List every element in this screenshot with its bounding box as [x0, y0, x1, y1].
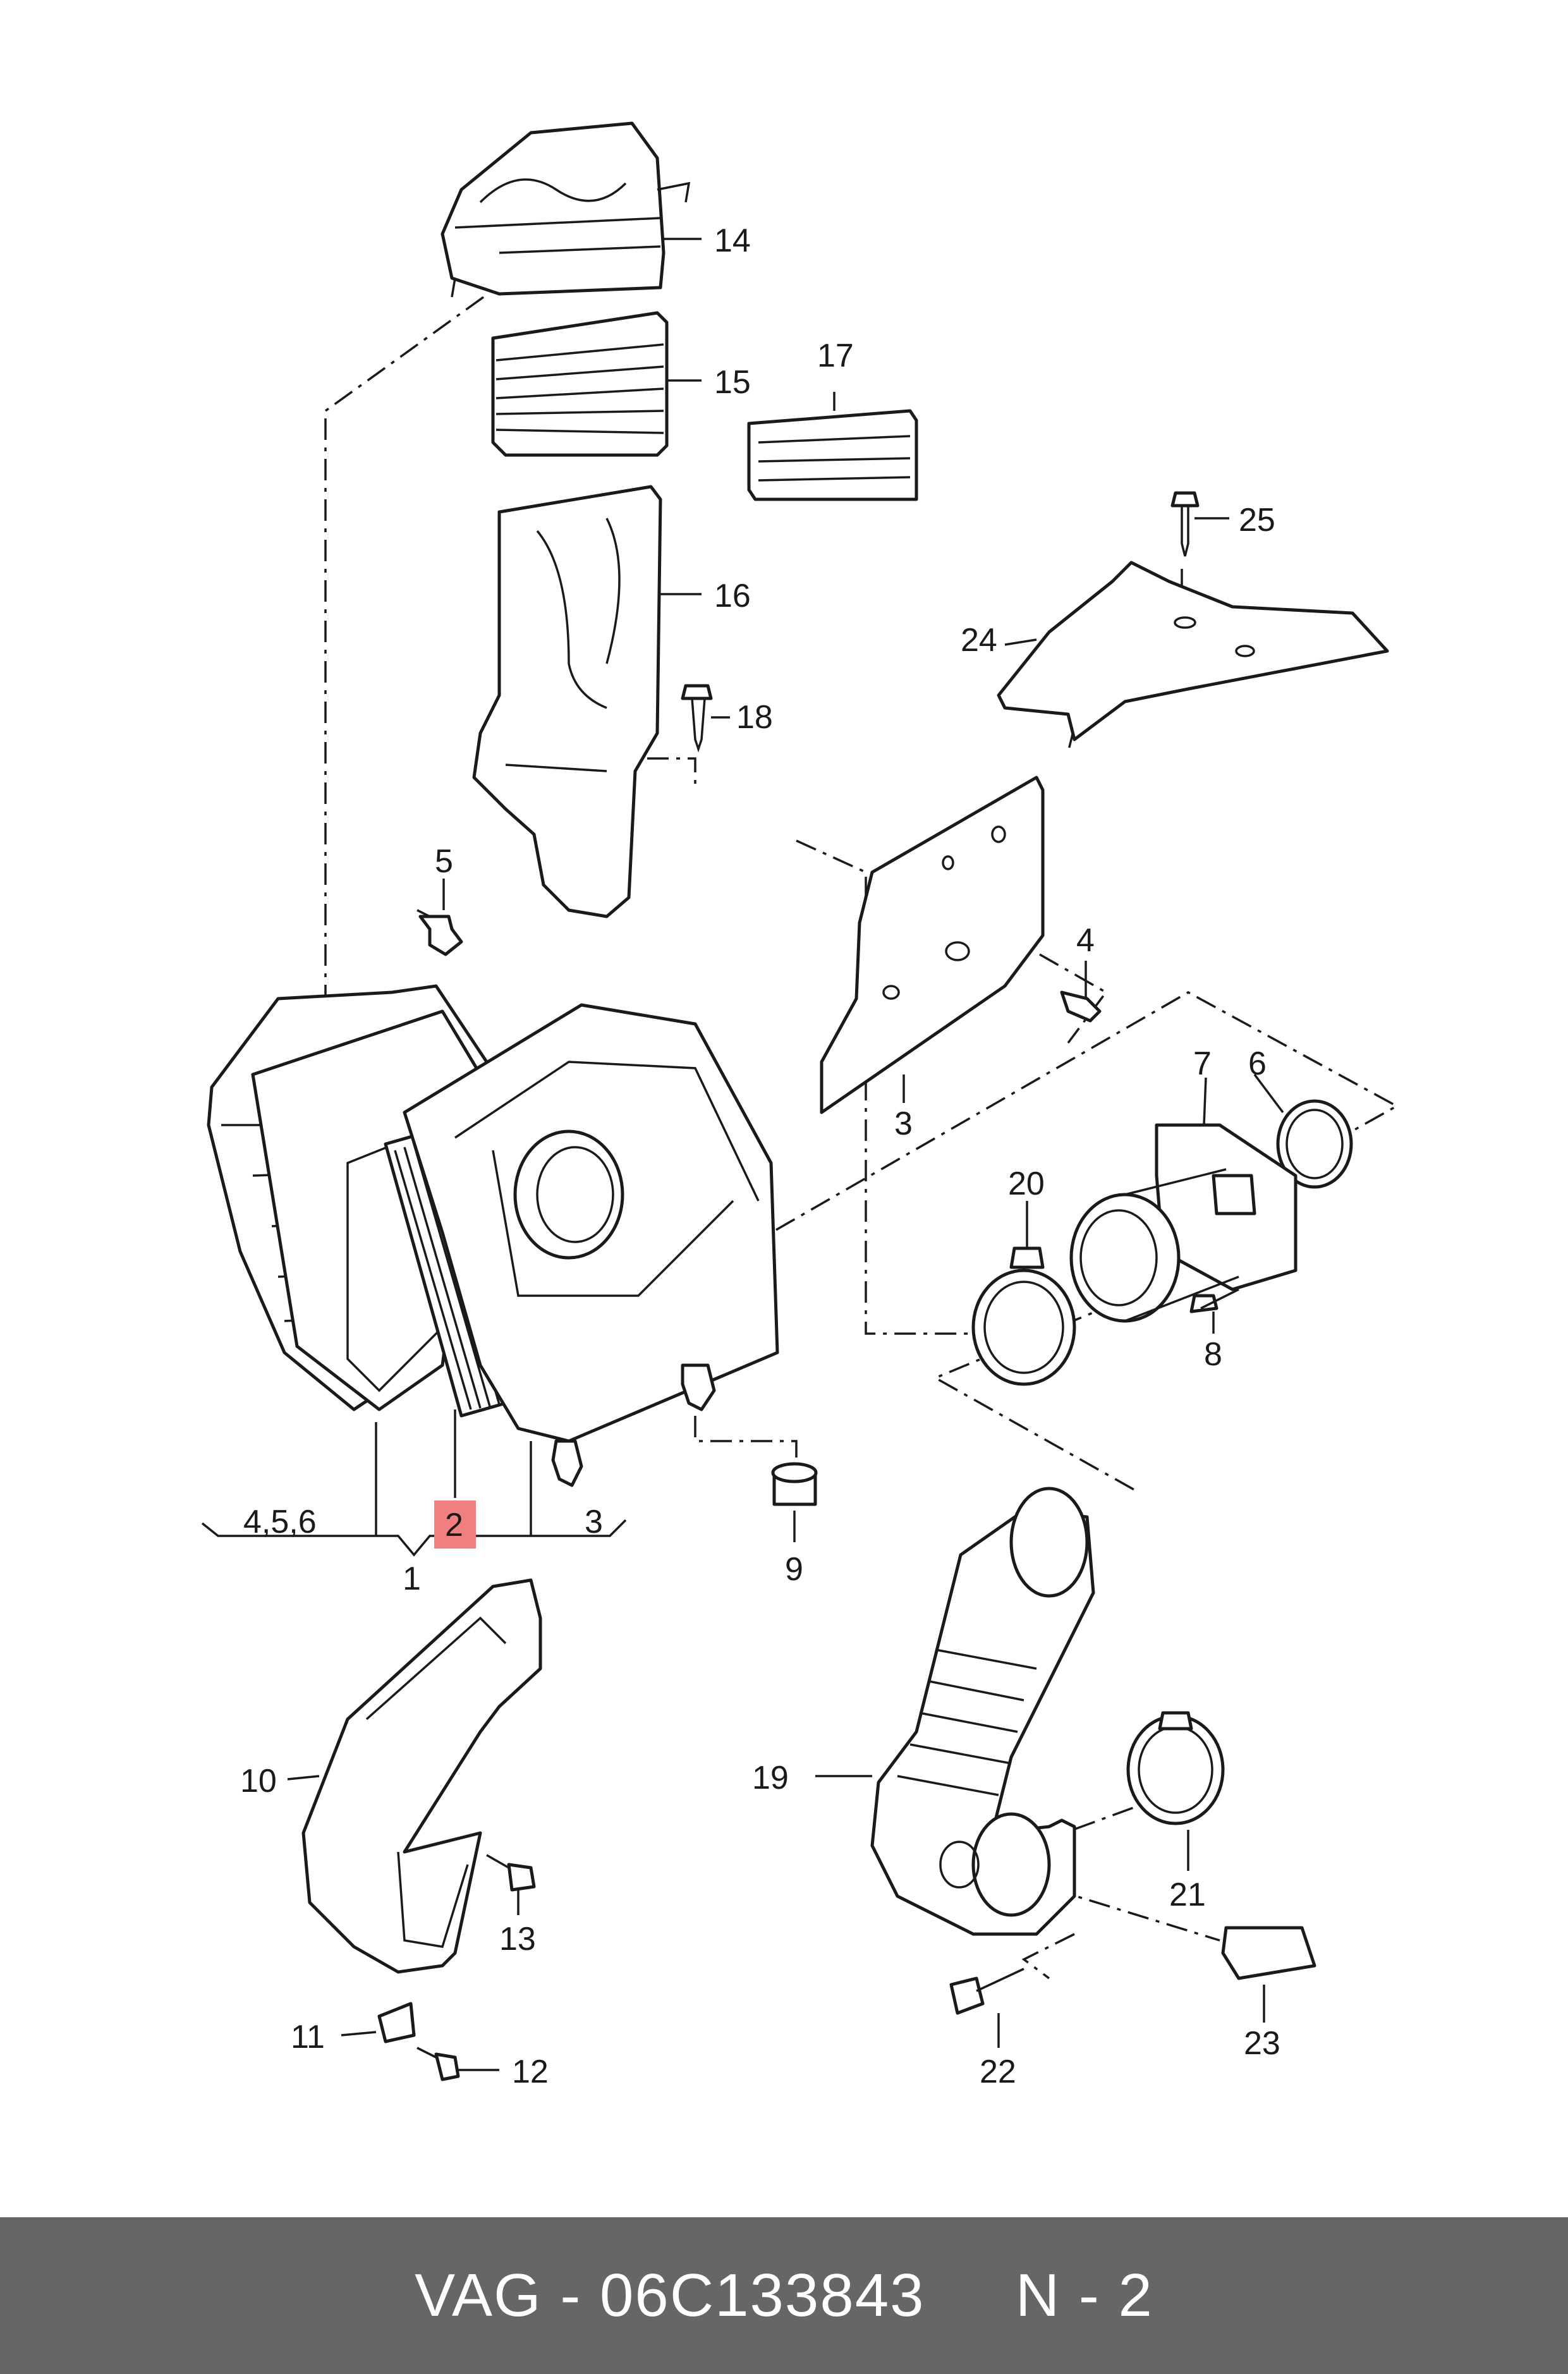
callout-22: 22 [980, 2054, 1016, 2090]
callout-16: 16 [714, 578, 751, 614]
callout-8: 8 [1204, 1336, 1222, 1373]
part-15-filter-element [491, 311, 669, 457]
part-10-air-guide [301, 1578, 542, 1974]
callout-14: 14 [714, 222, 751, 259]
callout-12: 12 [512, 2054, 549, 2090]
part-18-screw [681, 684, 713, 753]
part-25-screw [1170, 491, 1200, 557]
part-20-hose-clamp [971, 1246, 1076, 1386]
callout-1: 1 [403, 1561, 421, 1597]
part-21-hose-clamp [1126, 1711, 1225, 1825]
callout-5: 5 [435, 843, 453, 880]
callout-4: 4 [1076, 922, 1095, 959]
callout-4-5-6: 4,5,6 [243, 1504, 317, 1540]
part-22-bolt [949, 1968, 1024, 2015]
part-14-resonator-cover [441, 121, 691, 298]
callout-21: 21 [1169, 1877, 1206, 1913]
callout-6: 6 [1248, 1045, 1267, 1082]
part-24-cover-plate [997, 561, 1389, 741]
part-1-air-filter-housing [207, 984, 779, 1487]
part-12-screw [416, 2047, 460, 2081]
part-6-seal-ring [1276, 1099, 1353, 1189]
highlight-box [434, 1500, 476, 1549]
part-number-footer: VAG - 06C133843 N - 2 [0, 2217, 1568, 2374]
footer-text: VAG - 06C133843 N - 2 [415, 2261, 1153, 2329]
callout-20: 20 [1008, 1166, 1045, 1202]
part-16-intake-duct [472, 485, 662, 918]
callout-3-bracket: 3 [894, 1105, 913, 1142]
part-4-screw [1060, 990, 1102, 1023]
callout-10: 10 [240, 1763, 277, 1799]
part-7-air-mass-meter [1069, 1123, 1298, 1323]
callout-19: 19 [752, 1760, 789, 1796]
exploded-parts-diagram: 14 15 17 16 18 25 24 5 4 3 7 6 20 8 9 4,… [201, 121, 1399, 2090]
callout-2: 2 [445, 1507, 463, 1543]
callout-3-housing: 3 [585, 1504, 603, 1540]
part-17-filter-mat [747, 409, 918, 501]
part-9-grommet [771, 1462, 818, 1506]
callout-24: 24 [961, 622, 997, 659]
part-3-bracket [820, 776, 1045, 1114]
callout-7: 7 [1193, 1045, 1212, 1082]
callout-labels: 14 15 17 16 18 25 24 5 4 3 7 6 20 8 9 4,… [240, 222, 1280, 2090]
callout-18: 18 [736, 699, 773, 736]
callout-25: 25 [1239, 502, 1275, 539]
leader-lines [201, 238, 1284, 2071]
part-5-clip [418, 915, 463, 956]
part-23-sensor [1221, 1926, 1316, 1980]
callout-23: 23 [1244, 2025, 1280, 2062]
part-11-clip [377, 2002, 416, 2043]
callout-13: 13 [499, 1921, 536, 1957]
callout-17: 17 [817, 338, 854, 374]
part-8-screw [1189, 1288, 1239, 1313]
callout-15: 15 [714, 364, 751, 401]
part-19-intake-hose [870, 1487, 1095, 1936]
callout-11: 11 [291, 2019, 325, 2055]
callout-9: 9 [785, 1551, 803, 1588]
part-13-screw [486, 1854, 536, 1892]
